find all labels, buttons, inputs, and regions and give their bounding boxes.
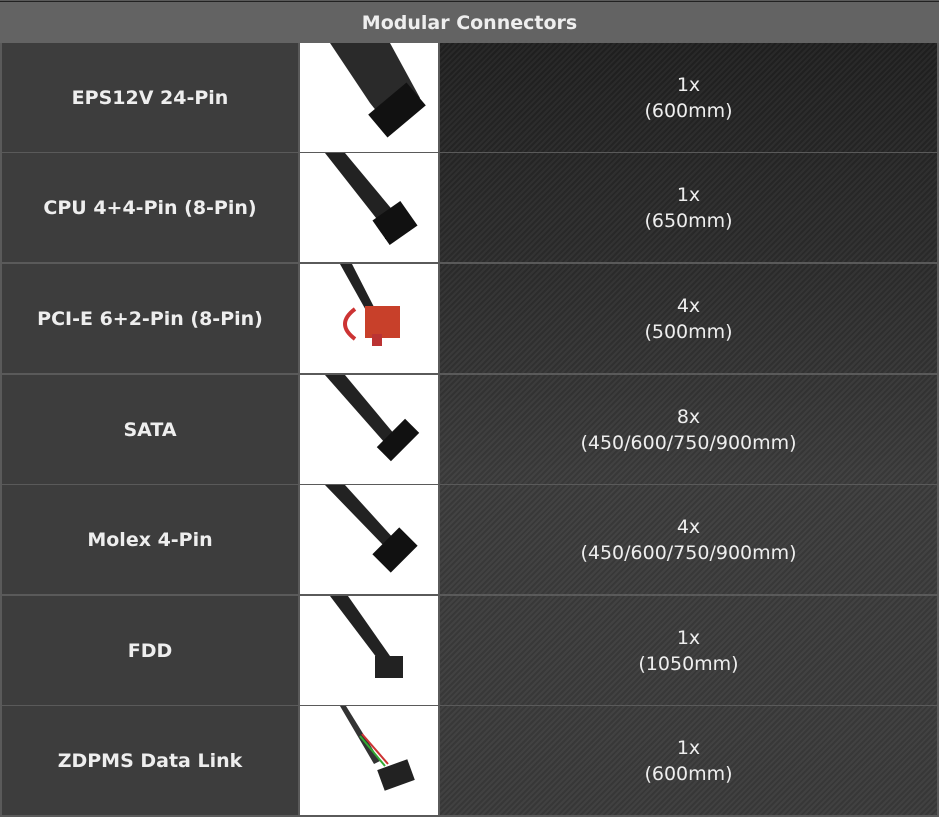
connector-count: 1x [676,736,701,759]
connector-spec: 1x (600mm) [440,43,937,152]
connector-name: EPS12V 24-Pin [2,43,298,152]
connector-name: FDD [2,596,298,705]
molex-cable-icon [325,485,418,573]
cable-length: (650mm) [644,209,733,232]
connector-image [300,153,438,262]
connector-image [300,706,438,815]
connector-count: 1x [676,183,701,206]
cable-length: (600mm) [644,99,733,122]
connector-name: SATA [2,375,298,484]
fdd-cable-icon [330,596,403,678]
connector-spec: 4x (450/600/750/900mm) [440,485,937,594]
connector-spec: 1x (1050mm) [440,596,937,705]
table-row: PCI-E 6+2-Pin (8-Pin) 4x (500mm) [0,264,939,373]
atx-24pin-cable-icon [330,43,426,138]
connector-image [300,264,438,373]
sata-cable-icon [325,375,420,462]
cable-length: (600mm) [644,762,733,785]
cpu-8pin-cable-icon [325,153,418,246]
data-link-cable-icon [340,706,415,791]
connector-image [300,485,438,594]
connector-image [300,596,438,705]
table-title: Modular Connectors [0,1,939,43]
connector-image [300,43,438,152]
connector-count: 4x [676,294,701,317]
cable-length: (450/600/750/900mm) [580,431,797,454]
table-row: SATA 8x (450/600/750/900mm) [0,375,939,484]
connector-count: 8x [676,405,701,428]
connector-spec: 4x (500mm) [440,264,937,373]
connector-count: 4x [676,515,701,538]
table-row: ZDPMS Data Link 1x (600mm) [0,706,939,815]
connector-name: PCI-E 6+2-Pin (8-Pin) [2,264,298,373]
table-row: EPS12V 24-Pin 1x (600mm) [0,43,939,152]
connector-image [300,375,438,484]
connector-spec: 8x (450/600/750/900mm) [440,375,937,484]
connector-spec: 1x (650mm) [440,153,937,262]
cable-length: (1050mm) [638,652,739,675]
table-row: Molex 4-Pin 4x (450/600/750/900mm) [0,485,939,594]
cable-length: (500mm) [644,320,733,343]
connector-name: Molex 4-Pin [2,485,298,594]
connector-count: 1x [676,73,701,96]
connector-name: CPU 4+4-Pin (8-Pin) [2,153,298,262]
table-row: CPU 4+4-Pin (8-Pin) 1x (650mm) [0,153,939,262]
connector-count: 1x [676,626,701,649]
connector-spec: 1x (600mm) [440,706,937,815]
table-row: FDD 1x (1050mm) [0,596,939,705]
cable-length: (450/600/750/900mm) [580,541,797,564]
pcie-8pin-cable-icon [340,264,400,346]
connector-name: ZDPMS Data Link [2,706,298,815]
